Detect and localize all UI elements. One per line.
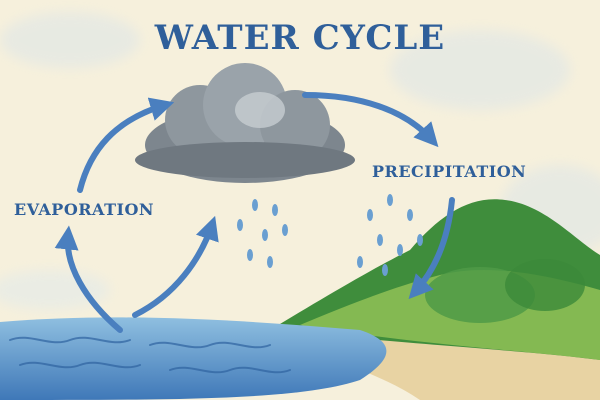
label-precipitation: PRECIPITATION xyxy=(372,162,527,181)
cloud-icon xyxy=(135,63,355,183)
hill-icon xyxy=(270,199,600,360)
ocean-icon xyxy=(0,317,387,400)
label-evaporation: EVAPORATION xyxy=(14,200,155,219)
arrow-sea-to-cloud xyxy=(132,215,219,318)
diagram-title: WATER CYCLE xyxy=(154,18,446,58)
raindrop-icon xyxy=(237,194,423,276)
arrow-precipitation-down xyxy=(408,197,455,300)
arrow-to-cloud xyxy=(77,97,175,193)
arrow-icon xyxy=(54,92,455,333)
arrow-cloud-to-right xyxy=(302,92,439,148)
arrow-evaporation-up xyxy=(54,225,123,333)
